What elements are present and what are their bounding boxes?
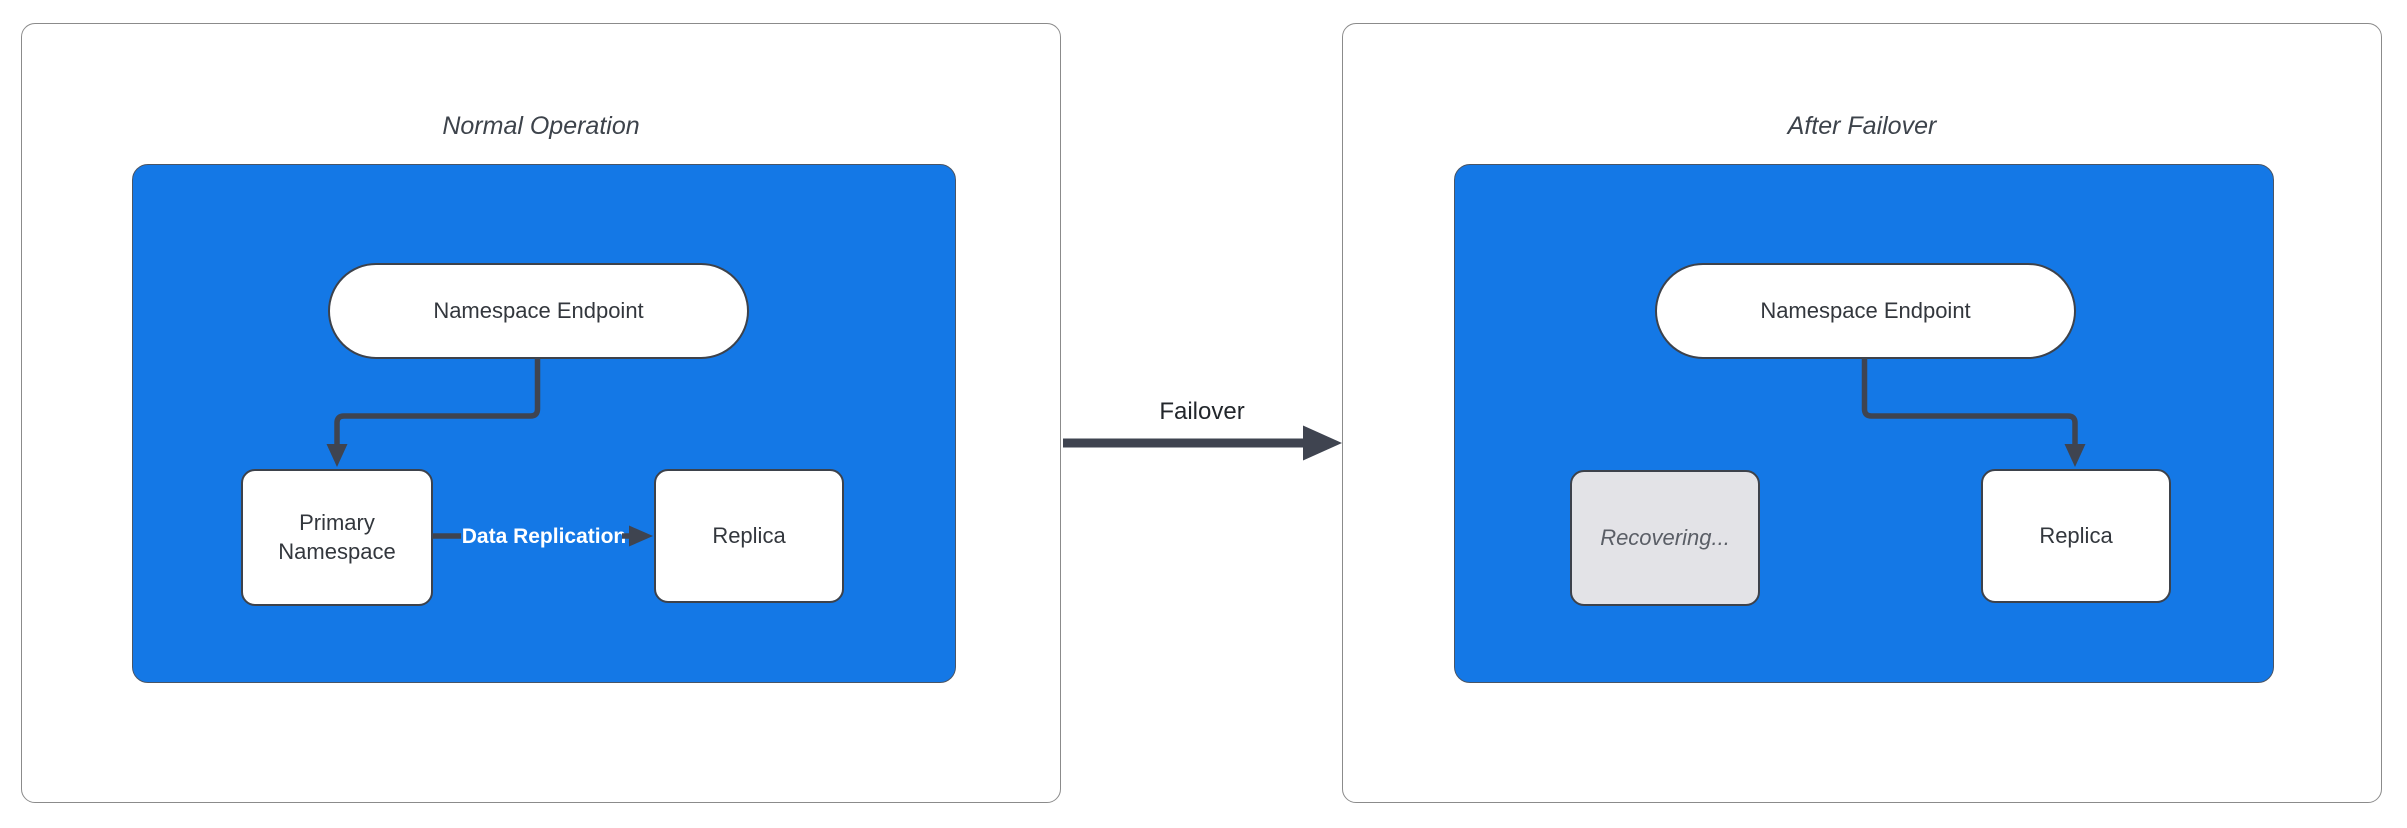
panel-title-after-failover: After Failover	[1787, 112, 1937, 140]
node-primary-namespace: Primary Namespace	[241, 469, 433, 606]
node-recovering: Recovering...	[1570, 470, 1760, 606]
panel-after-failover: After Failover Namespace Endpoint Recove…	[1342, 23, 2382, 803]
namespace-container-failover	[1454, 164, 2274, 683]
failover-label: Failover	[1159, 398, 1245, 425]
panel-normal-operation: Normal Operation Namespace Endpoint Prim…	[21, 23, 1061, 803]
failover-arrowhead	[1303, 425, 1342, 461]
panel-title-normal-operation: Normal Operation	[442, 112, 640, 140]
data-replication-label: Data Replication	[461, 525, 627, 548]
node-replica-failover: Replica	[1981, 469, 2171, 603]
node-replica-normal: Replica	[654, 469, 844, 603]
node-namespace-endpoint-failover: Namespace Endpoint	[1655, 263, 2076, 359]
node-namespace-endpoint-normal: Namespace Endpoint	[328, 263, 749, 359]
